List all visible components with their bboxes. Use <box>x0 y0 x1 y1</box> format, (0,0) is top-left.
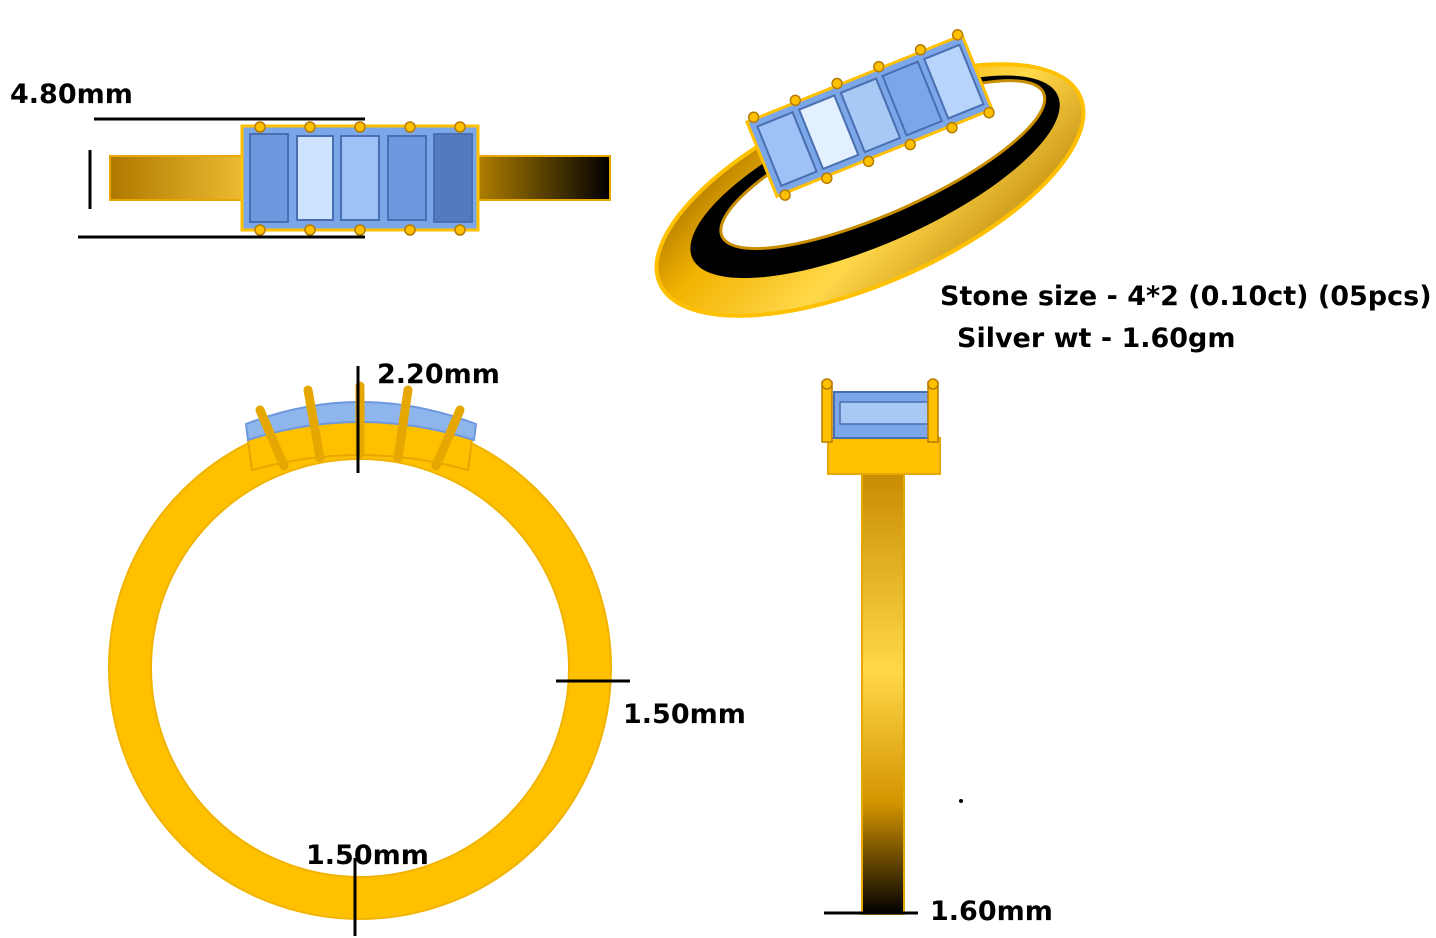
side-view-band <box>861 469 905 915</box>
top-width-label: 4.80mm <box>10 79 133 110</box>
perspective-view <box>654 29 1086 318</box>
top-view: 4.80mm <box>10 79 611 239</box>
stone-size-spec: Stone size - 4*2 (0.10ct) (05pcs) <box>940 281 1432 312</box>
front-view-dimension-lines <box>353 366 630 936</box>
front-ring-inner-edge <box>150 458 570 878</box>
bottom-thickness-label: 1.50mm <box>306 840 429 871</box>
side-view-stone-facet <box>839 401 929 425</box>
front-view: 2.20mm 1.50mm 1.50mm <box>108 359 746 936</box>
side-thickness-label: 1.50mm <box>623 699 746 730</box>
silver-weight-spec: Silver wt - 1.60gm <box>957 323 1236 354</box>
side-view: 1.60mm <box>821 378 1053 927</box>
top-view-dimension-lines <box>78 117 365 239</box>
perspective-stone-setting <box>745 29 995 201</box>
band-width-label: 1.60mm <box>930 896 1053 927</box>
side-view-head <box>827 437 941 475</box>
side-view-prongs <box>821 378 939 443</box>
top-view-prongs <box>254 121 466 236</box>
stray-dot <box>959 799 963 803</box>
top-view-stones <box>249 133 473 223</box>
front-ring-prongs <box>255 381 465 471</box>
front-ring-band <box>109 417 611 919</box>
stone-height-label: 2.20mm <box>377 359 500 390</box>
